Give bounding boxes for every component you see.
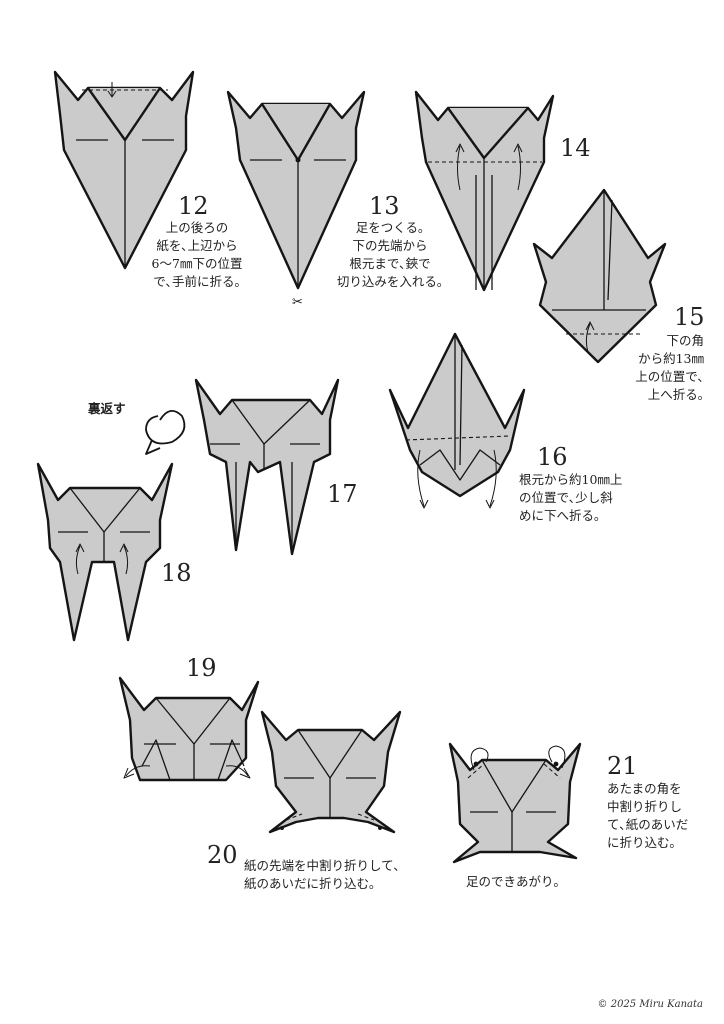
step-15-figure [532, 188, 667, 364]
svg-text:✂: ✂ [292, 295, 303, 310]
step-13-instruction: 足をつくる｡ 下の先端から 根元まで､鋏で 切り込みを入れる｡ [336, 220, 444, 289]
step-20-figure [260, 710, 402, 834]
step-13-number: 13 [369, 192, 400, 220]
copyright-notice: © 2025 Miru Kanata [597, 999, 703, 1010]
step-16-instruction: 根元から約10㎜上 の位置で､少し斜 めに下へ折る｡ [519, 472, 623, 523]
step-14-figure [414, 90, 555, 292]
step-12-number: 12 [178, 192, 209, 220]
step-15-number: 15 [674, 303, 705, 331]
step-15-instruction: 下の角 から約13㎜ 上の位置で､ 上へ折る｡ [635, 333, 704, 402]
turn-over-arrow [145, 410, 186, 455]
step-21-figure [448, 742, 582, 864]
step-18-figure [36, 462, 174, 642]
step-21-number: 21 [607, 752, 638, 780]
step-17-figure [194, 378, 340, 556]
step-16-number: 16 [537, 443, 568, 471]
step-21-instruction: あたまの角を 中割り折りし て､紙のあいだ に折り込む｡ [607, 781, 689, 850]
step-12-instruction: 上の後ろの 紙を､上辺から 6〜7㎜下の位置 で､手前に折る｡ [151, 220, 243, 289]
step-16-figure [388, 332, 526, 509]
step-14-number: 14 [560, 134, 591, 162]
step-20-number: 20 [207, 841, 238, 869]
step-18-number: 18 [161, 559, 192, 587]
finished-label: 足のできあがり｡ [466, 874, 560, 889]
step-19-number: 19 [186, 654, 217, 682]
step-20-instruction: 紙の先端を中割り折りして､ 紙のあいだに折り込む｡ [244, 858, 400, 891]
turn-over-label: 裏返す [88, 401, 126, 416]
step-12-figure [53, 70, 195, 270]
step-19-figure [118, 676, 260, 782]
step-13-figure: ✂ [226, 90, 366, 310]
step-17-number: 17 [327, 480, 358, 508]
